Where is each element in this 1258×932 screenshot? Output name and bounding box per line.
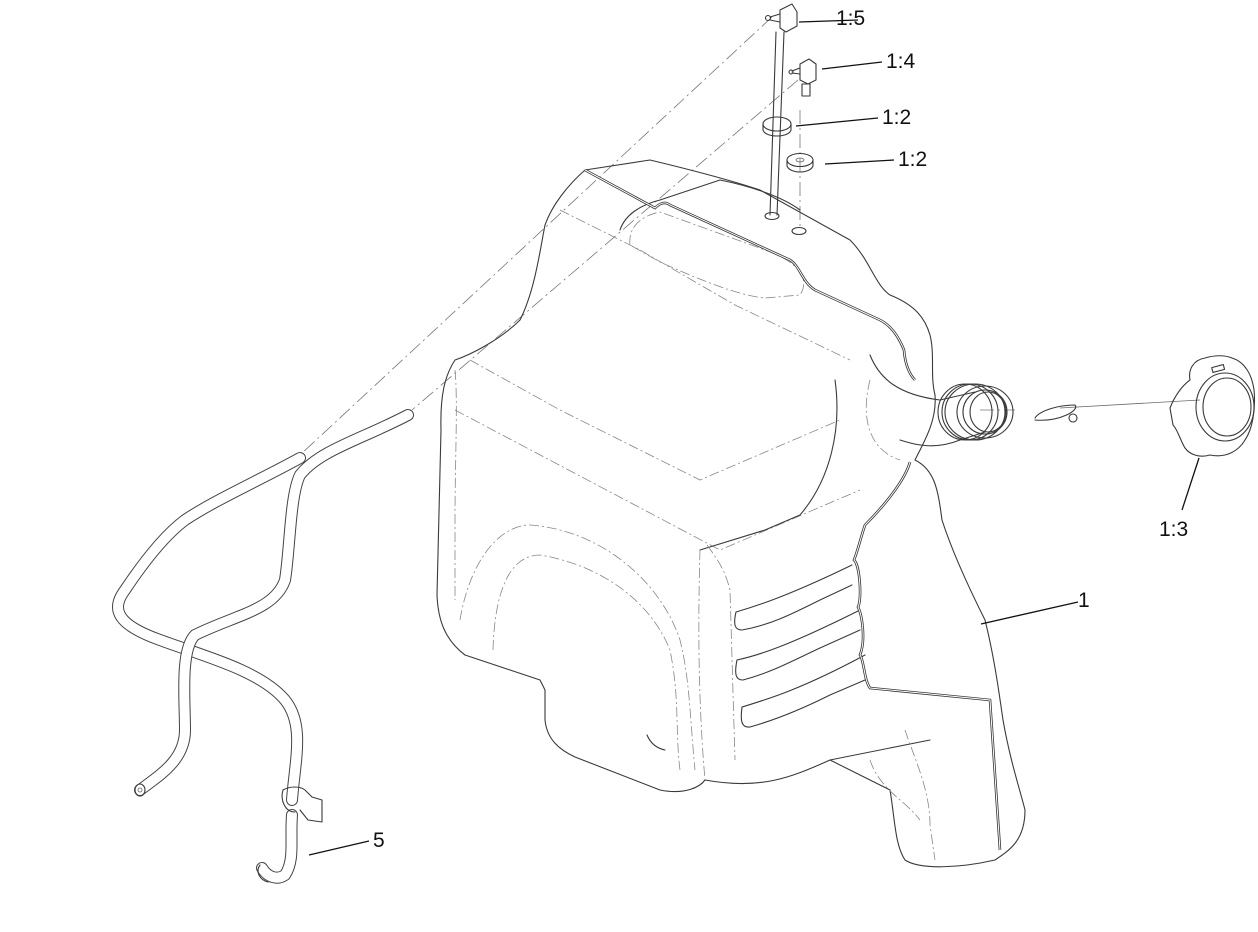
callout-1-4: 1:4: [886, 50, 916, 73]
callout-1-2-upper: 1:2: [882, 106, 912, 129]
fuel-tank: [436, 159, 1026, 868]
callout-1-3: 1:3: [1159, 518, 1189, 541]
leader-lines: [308, 19, 1200, 856]
callout-5: 5: [373, 829, 385, 852]
vent-fittings: [762, 3, 817, 216]
vent-hose: [112, 409, 414, 884]
callout-1-2-lower: 1:2: [898, 148, 928, 171]
assembly-guide-lines: [299, 16, 1201, 456]
callout-1: 1: [1078, 589, 1090, 612]
callout-1-5: 1:5: [836, 7, 866, 30]
fuel-cap: [1034, 355, 1256, 457]
